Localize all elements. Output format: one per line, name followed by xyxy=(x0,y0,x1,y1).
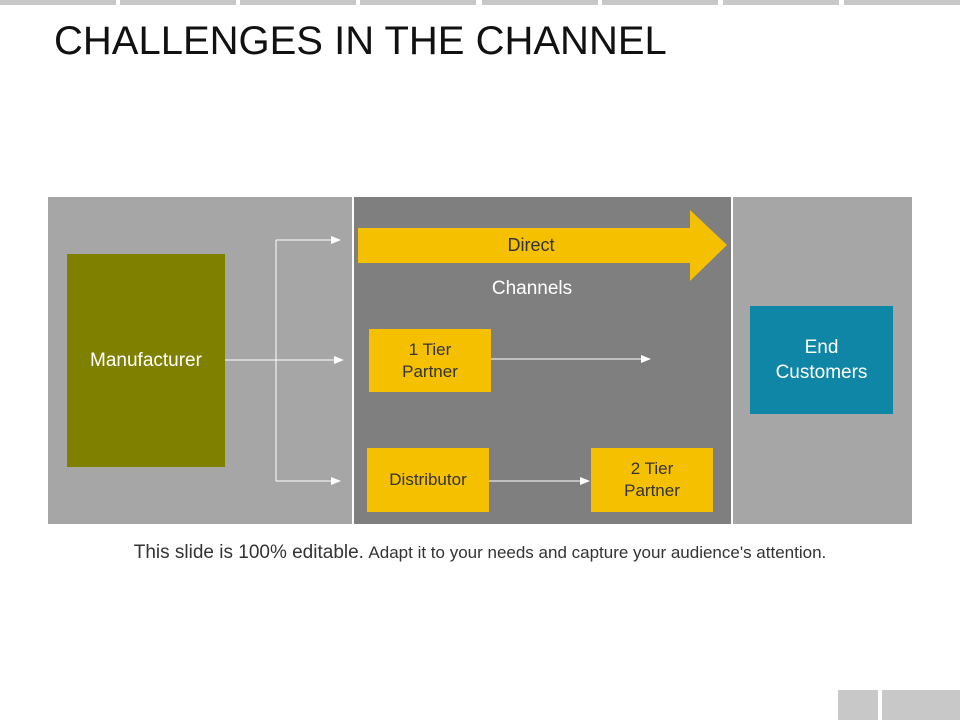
corner-decoration xyxy=(838,690,878,720)
strip-segment xyxy=(602,0,718,5)
strip-segment xyxy=(723,0,839,5)
tier1-partner-box: 1 Tier Partner xyxy=(369,329,491,392)
direct-arrow-label: Direct xyxy=(507,234,555,255)
strip-segment xyxy=(482,0,598,5)
manufacturer-label: Manufacturer xyxy=(90,349,202,371)
strip-segment xyxy=(844,0,960,5)
distributor-box: Distributor xyxy=(367,448,489,512)
end-customers-box: End Customers xyxy=(750,306,893,414)
tier2-partner-box: 2 Tier Partner xyxy=(591,448,713,512)
tier2-partner-label: 2 Tier Partner xyxy=(624,459,680,500)
slide-caption: This slide is 100% editable. Adapt it to… xyxy=(0,542,960,564)
strip-segment xyxy=(360,0,476,5)
caption-rest: Adapt it to your needs and capture your … xyxy=(368,543,827,562)
caption-lead: This slide is 100% editable. xyxy=(133,542,364,563)
corner-decoration xyxy=(882,690,960,720)
strip-segment xyxy=(120,0,236,5)
end-customers-label: End Customers xyxy=(775,337,868,383)
strip-segment xyxy=(0,0,116,5)
distributor-label: Distributor xyxy=(389,470,467,489)
tier1-partner-label: 1 Tier Partner xyxy=(402,339,458,381)
strip-segment xyxy=(240,0,356,5)
slide-title: CHALLENGES IN THE CHANNEL xyxy=(54,19,667,63)
manufacturer-box: Manufacturer xyxy=(67,254,225,467)
top-decoration-strip xyxy=(0,0,960,5)
channels-label: Channels xyxy=(491,278,573,299)
